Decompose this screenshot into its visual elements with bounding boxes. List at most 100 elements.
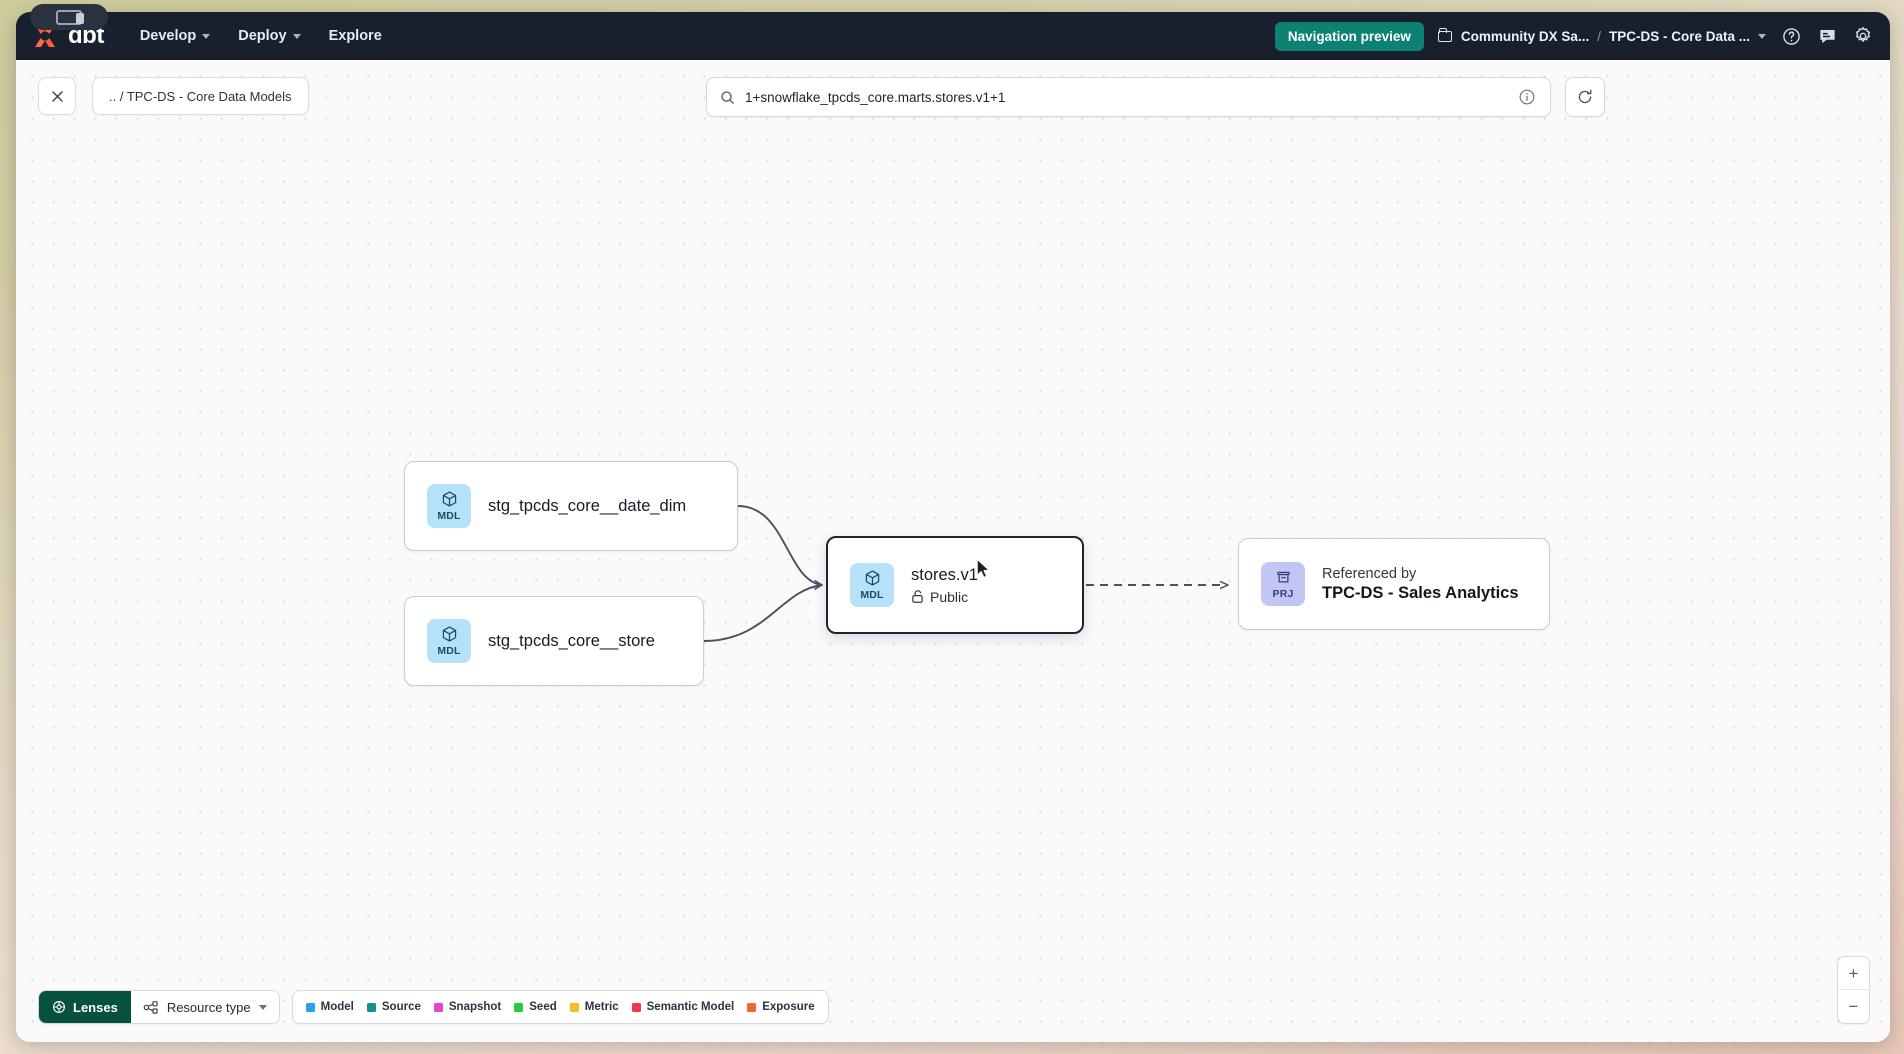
breadcrumb-separator: /: [1597, 28, 1601, 44]
folder-icon: [1437, 27, 1452, 42]
legend-label: Seed: [529, 1001, 557, 1013]
legend-label: Semantic Model: [646, 1001, 735, 1013]
legend-item-seed: Seed: [514, 1001, 557, 1013]
close-graph-button[interactable]: [38, 77, 76, 115]
breadcrumb-project[interactable]: TPC-DS - Core Data ...: [1608, 28, 1750, 44]
graph-node-stg-date-dim[interactable]: MDL stg_tpcds_core__date_dim: [404, 461, 738, 551]
node-access: Public: [911, 589, 978, 605]
legend-swatch: [569, 1002, 579, 1012]
search-icon: [720, 90, 735, 105]
legend-swatch: [631, 1002, 641, 1012]
node-body: Referenced by TPC-DS - Sales Analytics: [1322, 566, 1519, 603]
lens-icon: [52, 1000, 66, 1014]
lineage-search-field[interactable]: [706, 77, 1551, 117]
chevron-down-icon: [202, 33, 211, 39]
nav-develop-label: Develop: [139, 28, 197, 44]
help-icon[interactable]: [1780, 25, 1802, 47]
navigation-preview-badge[interactable]: Navigation preview: [1274, 21, 1424, 51]
legend-item-semantic-model: Semantic Model: [631, 1001, 735, 1013]
node-body: stg_tpcds_core__date_dim: [488, 497, 686, 516]
nav-explore[interactable]: Explore: [319, 22, 392, 50]
lineage-canvas[interactable]: .. / TPC-DS - Core Data Models: [16, 60, 1890, 1042]
zoom-controls: + −: [1837, 956, 1870, 1024]
resource-type-legend: Model Source Snapshot Seed Metric: [291, 990, 829, 1024]
legend-label: Exposure: [762, 1001, 815, 1013]
project-badge: PRJ: [1261, 562, 1305, 606]
nav-deploy-label: Deploy: [238, 28, 287, 44]
unlock-icon: [911, 589, 924, 604]
node-body: stores.v1 Public: [911, 566, 978, 605]
legend-label: Model: [320, 1001, 354, 1013]
node-title: stores.v1: [911, 565, 978, 584]
graph-layer: MDL stg_tpcds_core__date_dim MDL: [16, 60, 1890, 1042]
graph-toolbar: .. / TPC-DS - Core Data Models: [16, 60, 1890, 132]
search-input[interactable]: [745, 89, 1518, 105]
lens-control-group: Lenses Resource type: [38, 990, 280, 1024]
legend-item-snapshot: Snapshot: [433, 1001, 502, 1013]
resource-type-filter-button[interactable]: Resource type: [130, 991, 279, 1023]
node-eyebrow: Referenced by: [1322, 565, 1417, 582]
graph-edges: [703, 505, 1890, 642]
refresh-graph-button[interactable]: [1565, 77, 1605, 117]
graph-breadcrumb-button[interactable]: .. / TPC-DS - Core Data Models: [92, 77, 309, 115]
info-circle-icon[interactable]: [1518, 88, 1536, 106]
lenses-label: Lenses: [73, 999, 118, 1015]
chevron-down-icon: [292, 33, 301, 39]
cube-icon: [863, 569, 882, 588]
graph-node-stg-store[interactable]: MDL stg_tpcds_core__store: [404, 596, 704, 686]
chevron-down-icon[interactable]: [1758, 33, 1766, 39]
nav-explore-label: Explore: [328, 28, 382, 44]
node-title: TPC-DS - Sales Analytics: [1322, 583, 1519, 602]
model-badge-label: MDL: [437, 510, 461, 522]
legend-swatch: [433, 1002, 443, 1012]
node-title: stg_tpcds_core__date_dim: [488, 496, 687, 515]
model-badge: MDL: [427, 484, 471, 528]
legend-item-metric: Metric: [569, 1001, 619, 1013]
settings-gear-icon[interactable]: [1852, 25, 1874, 47]
model-badge-label: MDL: [437, 645, 461, 657]
project-badge-label: PRJ: [1272, 588, 1294, 600]
cube-icon: [440, 490, 459, 509]
legend-label: Snapshot: [448, 1001, 502, 1013]
legend-swatch: [747, 1002, 757, 1012]
breadcrumb-account[interactable]: Community DX Sa...: [1460, 28, 1590, 44]
zoom-in-button[interactable]: +: [1838, 957, 1869, 990]
graph-node-referenced-by-project[interactable]: PRJ Referenced by TPC-DS - Sales Analyti…: [1238, 538, 1550, 630]
window-tab-handle[interactable]: [30, 4, 108, 30]
edge-date-dim-to-stores: [737, 505, 822, 585]
resource-type-label: Resource type: [166, 999, 251, 1015]
model-badge: MDL: [850, 563, 894, 607]
cube-icon: [440, 625, 459, 644]
graph-bottom-bar: Lenses Resource type: [38, 990, 829, 1024]
node-access-label: Public: [930, 588, 969, 605]
legend-item-source: Source: [366, 1001, 421, 1013]
legend-label: Metric: [584, 1001, 619, 1013]
zoom-out-button[interactable]: −: [1848, 997, 1859, 1016]
nav-deploy[interactable]: Deploy: [228, 22, 310, 50]
model-badge-label: MDL: [860, 589, 884, 601]
project-stack-icon: [1274, 568, 1293, 587]
legend-item-exposure: Exposure: [747, 1001, 815, 1013]
account-project-breadcrumb: Community DX Sa... / TPC-DS - Core Data …: [1437, 27, 1766, 44]
model-badge: MDL: [427, 619, 471, 663]
legend-swatch: [514, 1002, 524, 1012]
top-navigation-bar: dbt Develop Deploy Explore Navigation pr…: [16, 12, 1890, 60]
node-title: stg_tpcds_core__store: [488, 631, 655, 650]
legend-item-model: Model: [305, 1001, 354, 1013]
legend-swatch: [305, 1002, 315, 1012]
graph-node-stores-v1[interactable]: MDL stores.v1 Public: [826, 536, 1084, 634]
dbt-x-logo-icon: [30, 23, 60, 49]
edge-store-to-stores: [703, 585, 822, 642]
legend-label: Source: [381, 1001, 421, 1013]
legend-swatch: [366, 1002, 376, 1012]
nav-develop[interactable]: Develop: [130, 22, 220, 50]
window-restore-icon: [56, 9, 84, 25]
top-nav-right-group: Navigation preview Community DX Sa... / …: [1274, 12, 1874, 60]
app-window: dbt Develop Deploy Explore Navigation pr…: [16, 12, 1890, 1042]
mouse-cursor: [976, 558, 991, 585]
feedback-icon[interactable]: [1816, 25, 1838, 47]
nodes-icon: [143, 1000, 159, 1015]
node-body: stg_tpcds_core__store: [488, 632, 655, 651]
lenses-button[interactable]: Lenses: [39, 991, 131, 1023]
chevron-down-icon: [258, 1004, 267, 1010]
